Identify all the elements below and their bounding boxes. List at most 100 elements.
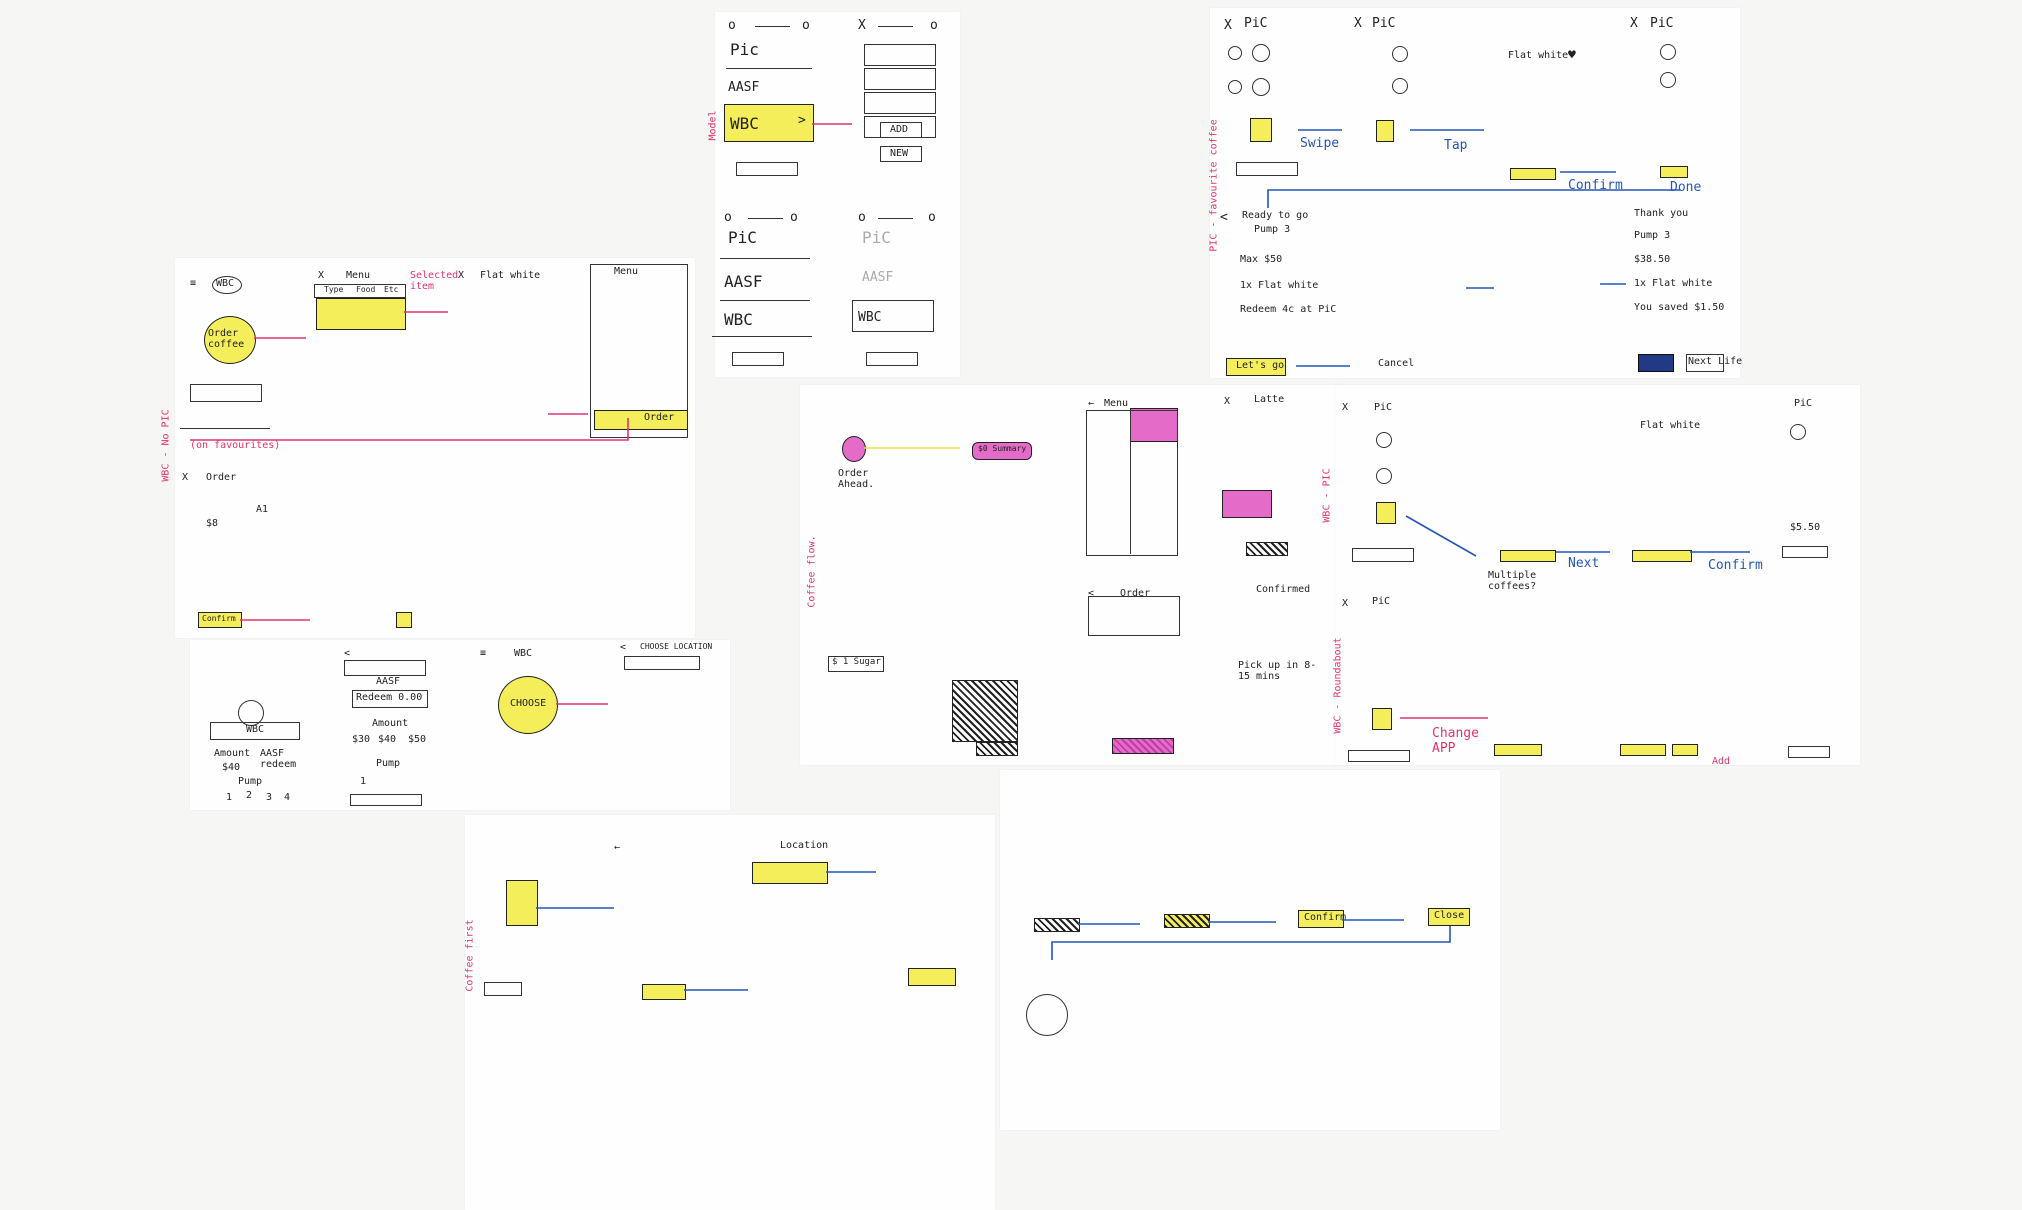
menu-note: Selected item	[410, 270, 459, 292]
order-ahead-icon[interactable]	[842, 436, 866, 462]
menu-new-button[interactable]	[880, 146, 922, 162]
change-app-label: Change APP	[1432, 726, 1479, 756]
flow1-item-2-highlight[interactable]	[724, 104, 814, 142]
wbc-redeem-label: AASF redeem	[260, 748, 297, 770]
menu-selected-item[interactable]	[316, 298, 406, 330]
latte-title: Latte	[1254, 394, 1285, 405]
amount-40[interactable]: $40	[378, 734, 397, 745]
flow2-item-0[interactable]: PiC	[728, 228, 757, 247]
wbc-pump-1[interactable]: 1	[226, 792, 233, 803]
sheet-right-mid	[1335, 385, 1860, 765]
amount-30[interactable]: $30	[352, 734, 371, 745]
summary-pill[interactable]	[972, 442, 1032, 460]
choose-location-title: CHOOSE LOCATION	[640, 642, 713, 651]
sheet-top-right	[1210, 8, 1740, 378]
rm-confirm-label: Confirm	[1708, 558, 1763, 573]
confirmed-title: Confirmed	[1256, 584, 1311, 595]
menu-add-button[interactable]	[880, 122, 922, 138]
location-title: Location	[780, 840, 829, 851]
on-favourites-note: (on favourites)	[190, 440, 281, 451]
sugar-label: $ 1 Sugar	[832, 657, 881, 667]
flow1-item-0[interactable]: Pic	[730, 40, 759, 59]
order-total: A1	[256, 504, 269, 515]
navy-button[interactable]	[1638, 354, 1674, 372]
lets-go-button[interactable]	[1226, 358, 1286, 376]
flatwhite-title: Flat white	[480, 270, 541, 281]
amount-screen-title: AASF	[376, 676, 401, 687]
amount-pump-label: Pump	[376, 758, 401, 769]
fav-coffee-cup-highlight[interactable]	[1250, 118, 1272, 142]
add-label: Add	[1712, 756, 1731, 767]
rm-multiple: Multiple coffees?	[1488, 570, 1537, 592]
center-order-title: Order	[1120, 588, 1151, 599]
order-bar[interactable]	[594, 410, 688, 430]
rm-cup-highlight[interactable]	[1376, 502, 1396, 524]
wbc-amount-value: $40	[222, 762, 241, 773]
cancel-label[interactable]: Cancel	[1378, 358, 1415, 369]
confirm-bar-highlight[interactable]	[1510, 168, 1556, 180]
next-life-label: Next Life	[1688, 356, 1743, 367]
order-ahead-label: Order Ahead.	[838, 468, 875, 490]
bc-confirm-label: Confirm	[1304, 912, 1347, 923]
tr-frame-title-3: PiC	[1650, 16, 1674, 31]
sheet-bottom-left	[190, 640, 730, 810]
flow2-item-1[interactable]: AASF	[724, 272, 763, 291]
menu-title: Menu	[346, 270, 371, 281]
sheet-left	[175, 258, 695, 638]
rl-cup-highlight[interactable]	[1372, 708, 1392, 730]
rm-frame-title-1: Flat white	[1640, 420, 1701, 431]
rm-confirm-highlight[interactable]	[1632, 550, 1692, 562]
bc-close-button[interactable]	[1428, 908, 1470, 926]
menu-tab-2[interactable]: Etc	[384, 285, 399, 294]
tap-cup-highlight[interactable]	[1376, 120, 1394, 142]
done-label: Done	[1670, 180, 1702, 195]
flow1-item-2[interactable]: WBC	[730, 114, 759, 133]
bc-cup-highlight[interactable]	[506, 880, 538, 926]
order-coffee-circle[interactable]	[204, 316, 256, 364]
thanks-line-0: Thank you	[1634, 208, 1689, 219]
flow1-item-1[interactable]: AASF	[728, 80, 760, 95]
ready-line-2: 1x Flat white	[1240, 280, 1319, 291]
amount-pump-values[interactable]: 1	[360, 776, 367, 787]
thanks-line-4: You saved $1.50	[1634, 302, 1725, 313]
rm-next-highlight[interactable]	[1500, 550, 1556, 562]
order-coffee-label: Order coffee	[208, 328, 245, 350]
amount-50[interactable]: $50	[408, 734, 427, 745]
lets-go-label: Let's go	[1236, 360, 1285, 371]
home-header: WBC	[216, 278, 235, 289]
bc-bar-highlight[interactable]	[642, 984, 686, 1000]
wbc-pump-4[interactable]: 4	[284, 792, 291, 803]
choose-circle-label: CHOOSE	[510, 698, 547, 709]
wbc-pump-3[interactable]: 3	[266, 792, 273, 803]
choose-header: WBC	[514, 648, 533, 659]
menu-add-label: ADD	[890, 124, 909, 135]
amount-screen-amount-label: Amount	[372, 718, 409, 729]
cart-title: Menu	[614, 266, 639, 277]
order-price: $8	[206, 518, 219, 529]
next-life-button[interactable]	[1686, 354, 1724, 372]
flow2-item-2[interactable]: WBC	[724, 310, 753, 329]
rm-price: $5.50	[1790, 522, 1821, 533]
amount-screen-redeem[interactable]: Redeem 0.00	[356, 692, 423, 703]
wbc-amount-label: Amount	[214, 748, 251, 759]
pickup-text: Pick up in 8-15 mins	[1238, 660, 1317, 682]
done-bar-highlight[interactable]	[1660, 166, 1688, 178]
thanks-line-1: Pump 3	[1634, 230, 1671, 241]
order-screen-title: Order	[206, 472, 237, 483]
tap-label: Tap	[1444, 138, 1468, 153]
menu-new-label: NEW	[890, 148, 909, 159]
thanks-line-2: $38.50	[1634, 254, 1671, 265]
menu-tab-0[interactable]: Type	[324, 285, 344, 294]
confirm-button-label: Confirm	[202, 614, 236, 623]
ready-line-0: Pump 3	[1254, 224, 1291, 235]
location-row-highlight[interactable]	[752, 862, 828, 884]
wbc-dot-left: o	[728, 18, 736, 33]
menu-tab-1[interactable]: Food	[356, 285, 376, 294]
wbc-pump-2[interactable]: 2	[246, 790, 253, 801]
ready-title: Ready to go	[1242, 210, 1309, 221]
tr-frame-title-2: Flat white	[1508, 50, 1569, 61]
choose-circle[interactable]	[498, 676, 558, 734]
bc-confirm-button[interactable]	[1298, 910, 1344, 928]
rm-frame-title-0: PiC	[1374, 402, 1393, 413]
bc-close-label: Close	[1434, 910, 1465, 921]
